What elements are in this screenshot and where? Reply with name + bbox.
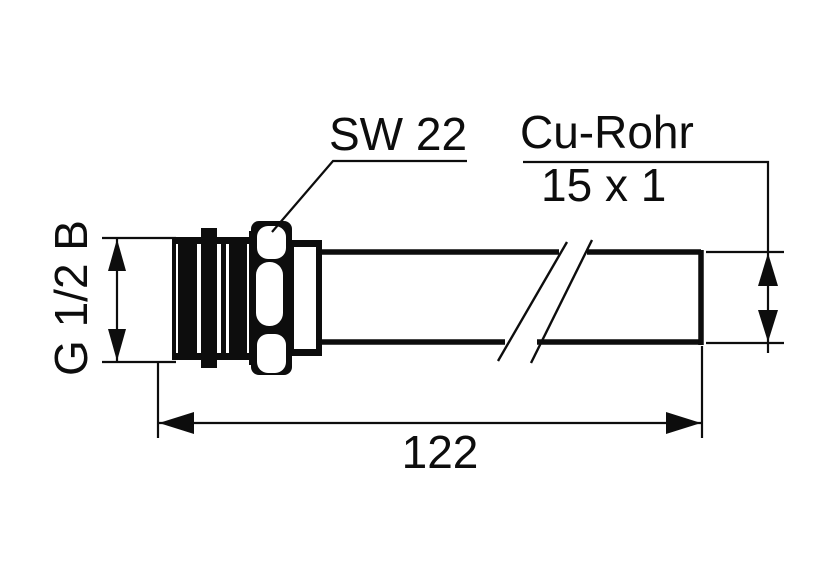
thread-ridge — [229, 237, 247, 360]
dimension-length — [156, 346, 704, 438]
arrowhead-right — [666, 412, 701, 434]
arrowhead-up — [108, 239, 126, 271]
copper-pipe — [316, 249, 704, 345]
hex-nut-middle-facet — [256, 262, 283, 326]
pipe-dimension-label: 15 x 1 — [541, 159, 667, 211]
break-line — [529, 239, 594, 364]
thread-section — [172, 228, 254, 368]
sleeve-collar — [288, 240, 322, 356]
dimension-thread — [102, 236, 176, 364]
pipe-material-label: Cu-Rohr — [520, 106, 694, 158]
overall-length-label: 122 — [401, 426, 479, 478]
leader-wrench-size — [271, 159, 467, 233]
collar-interior — [294, 247, 316, 349]
hex-nut — [251, 221, 292, 375]
hex-nut-bottom-facet — [257, 334, 286, 373]
dimension-pipe-diameter — [523, 160, 784, 353]
arrowhead-down — [108, 329, 126, 361]
thread-ridge — [201, 228, 217, 368]
thread-ridge — [178, 237, 197, 360]
hex-nut-top-facet — [257, 226, 286, 259]
thread-spec-label: G 1/2 B — [45, 220, 97, 376]
thread-left-edge — [172, 239, 176, 359]
leader-line — [271, 159, 467, 233]
arrowhead-up — [758, 253, 778, 286]
pipe-break-symbol — [496, 239, 594, 364]
arrowhead-down — [758, 310, 778, 342]
arrowhead-left — [159, 412, 194, 434]
break-line — [496, 241, 569, 362]
wrench-size-label: SW 22 — [329, 108, 468, 160]
thread-ridge — [221, 237, 226, 360]
